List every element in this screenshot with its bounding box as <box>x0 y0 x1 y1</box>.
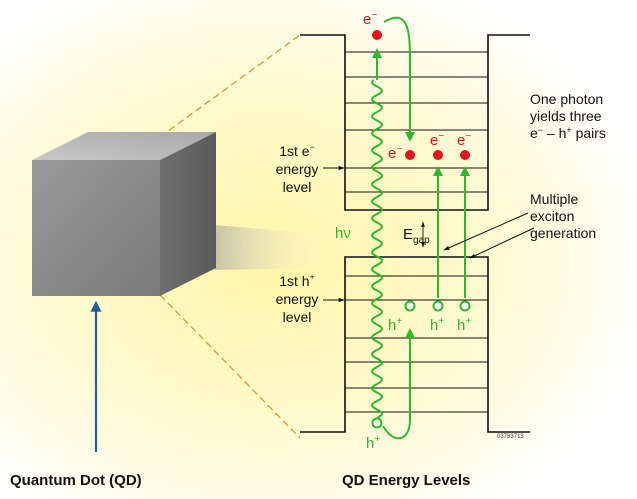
ground-electrons: e− e− e− <box>388 131 471 162</box>
mexc-caption: Multiple exciton generation <box>530 191 596 241</box>
mexc-line2: exciton <box>530 208 574 224</box>
cube-top-face <box>32 132 216 160</box>
one-photon-line2: yields three <box>530 108 602 124</box>
one-photon-caption: One photon yields three e− – h+ pairs <box>530 91 606 141</box>
zoom-line-bottom <box>159 294 301 439</box>
hole-dot-1 <box>404 300 416 312</box>
first-electron-line1: 1st e− <box>279 142 315 159</box>
conduction-band-edge <box>300 34 530 211</box>
electron-label-3: e− <box>457 131 471 149</box>
gap-label: Egap <box>403 226 430 246</box>
relaxation-arrow <box>383 16 415 142</box>
first-electron-line3: level <box>283 179 312 195</box>
hole-dot-2 <box>432 300 444 312</box>
first-electron-line2: energy <box>276 161 319 177</box>
excited-electron: e− <box>363 10 382 40</box>
figure-id: 03783713 <box>497 434 524 440</box>
hole-label-bottom: h+ <box>366 434 380 452</box>
hole-label-2: h+ <box>430 316 444 334</box>
mexc-pointer-1 <box>443 212 529 251</box>
mexc-line1: Multiple <box>530 191 578 207</box>
quantum-dot-cube <box>32 132 216 296</box>
mexc-line3: generation <box>530 225 596 241</box>
one-photon-line3: e− – h+ pairs <box>530 125 606 141</box>
gap-indicator: Egap <box>403 221 430 248</box>
beam-shadow <box>215 225 330 270</box>
mexc-pointer-2 <box>469 227 535 259</box>
electron-dot-3 <box>460 150 470 160</box>
energy-levels <box>345 51 488 413</box>
cube-side-face <box>160 132 216 296</box>
cube-front-face <box>32 160 160 296</box>
valence-band-edge <box>300 256 530 433</box>
hole-label-1: h+ <box>388 316 402 334</box>
hole-return-path <box>382 419 411 440</box>
one-photon-line1: One photon <box>530 91 603 107</box>
electron-dot-top <box>372 30 382 40</box>
photon-wave <box>370 79 384 419</box>
electron-dot-2 <box>433 150 443 160</box>
electron-label-top: e− <box>363 10 377 28</box>
hole-label-3: h+ <box>457 316 471 334</box>
first-hole-line3: level <box>283 309 312 325</box>
first-hole-line2: energy <box>276 291 319 307</box>
zoom-line-top <box>159 34 301 138</box>
first-hole-level-label: 1st h+ energy level <box>276 272 319 325</box>
photon-label: hν <box>335 225 351 242</box>
electron-dot-1 <box>405 150 415 160</box>
electron-label-1: e− <box>388 144 402 162</box>
quantum-dot-label: Quantum Dot (QD) <box>10 472 142 489</box>
hole-dot-bottom <box>371 417 383 429</box>
first-electron-level-label: 1st e− energy level <box>276 142 319 195</box>
first-hole-line1: 1st h+ <box>279 272 315 289</box>
holes: h+ h+ h+ h+ <box>366 300 471 452</box>
hole-dot-3 <box>459 300 471 312</box>
energy-levels-label: QD Energy Levels <box>342 472 470 489</box>
energy-well-outline <box>300 34 530 433</box>
electron-label-2: e− <box>430 131 444 149</box>
